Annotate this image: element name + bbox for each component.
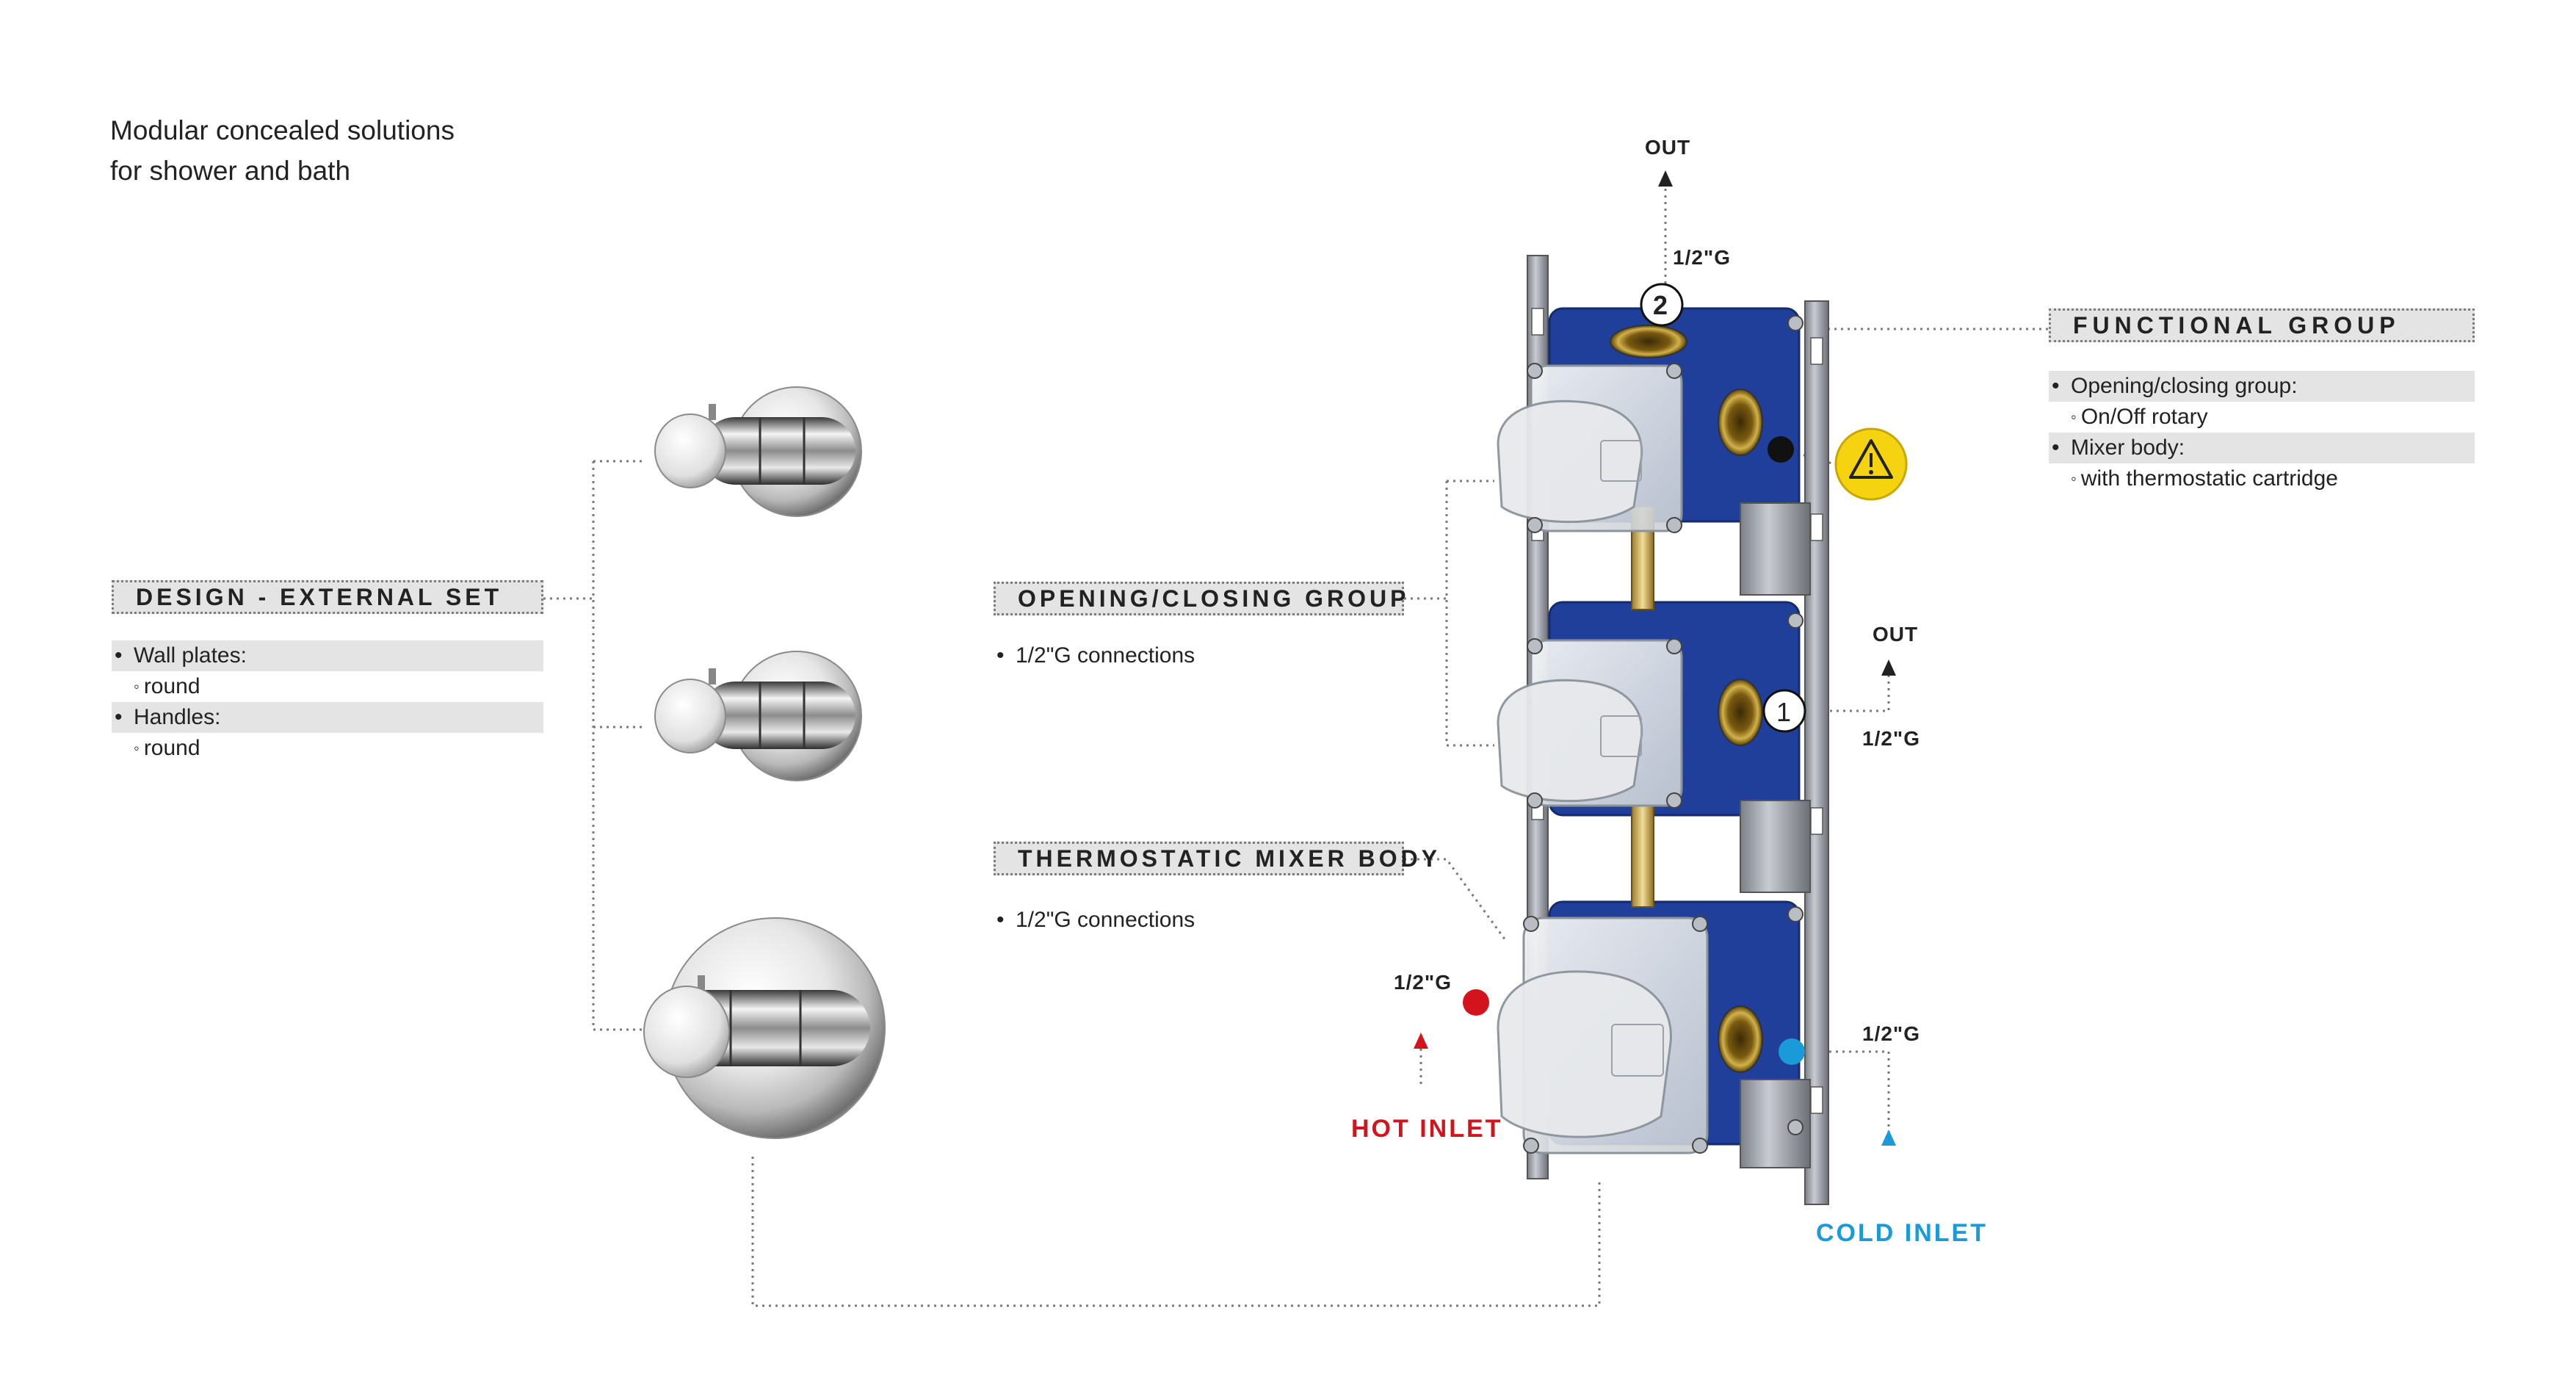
cold-inlet-arrow — [1881, 1129, 1896, 1146]
opening-closing-bullet: •1/2"G connections — [996, 643, 1195, 668]
outlet-marker-2 — [1640, 283, 1684, 327]
design-item-wall-plates-sub: ◦round — [134, 674, 200, 698]
handle-small-top — [654, 386, 862, 517]
functional-group-header: FUNCTIONAL GROUP — [2049, 308, 2475, 342]
warning-icon — [1834, 427, 1908, 501]
marker-dot — [1768, 436, 1794, 463]
outlet-number-2: 2 — [1653, 290, 1668, 320]
intro-text: Modular concealed solutions for shower a… — [110, 110, 455, 191]
functional-item-mixer-body-sub: ◦with thermostatic cartridge — [2071, 466, 2338, 491]
out-side-label: OUT — [1873, 623, 1919, 646]
thermostatic-mixer-bullet: •1/2"G connections — [996, 908, 1195, 932]
out-side-arrow — [1881, 659, 1896, 676]
intro-line-2: for shower and bath — [110, 156, 351, 186]
hot-inlet-label: HOT INLET — [1351, 1115, 1503, 1143]
handle-large-thermostatic — [643, 917, 886, 1139]
intro-line-1: Modular concealed solutions — [110, 115, 455, 145]
design-external-set-items: •Wall plates: ◦round •Handles: ◦round — [112, 640, 543, 764]
opening-closing-group-header: OPENING/CLOSING GROUP — [994, 582, 1405, 615]
cold-inlet-dot — [1779, 1038, 1805, 1065]
design-item-handles-sub: ◦round — [134, 736, 200, 760]
hot-inlet-dot — [1463, 989, 1489, 1016]
hot-inlet-arrow — [1414, 1033, 1428, 1049]
functional-item-opening-closing-sub: ◦On/Off rotary — [2071, 405, 2208, 429]
out-top-label: OUT — [1645, 136, 1691, 159]
out-top-arrow — [1658, 170, 1673, 187]
design-external-set-header: DESIGN - EXTERNAL SET — [112, 580, 543, 614]
design-item-wall-plates: •Wall plates: — [112, 640, 543, 671]
design-item-handles: •Handles: — [112, 702, 543, 733]
cold-inlet-label: COLD INLET — [1816, 1219, 1988, 1247]
functional-item-mixer-body: •Mixer body: — [2049, 433, 2475, 463]
thermostatic-mixer-body-items: •1/2"G connections — [994, 905, 1195, 936]
out-side-size: 1/2"G — [1862, 727, 1920, 750]
functional-item-opening-closing: •Opening/closing group: — [2049, 371, 2475, 402]
hot-inlet-size: 1/2"G — [1394, 971, 1452, 994]
outlet-number-1: 1 — [1776, 697, 1792, 727]
opening-closing-group-items: •1/2"G connections — [994, 640, 1195, 671]
concealed-body-assembly — [1497, 255, 1829, 1205]
thermostatic-mixer-body-header: THERMOSTATIC MIXER BODY — [994, 842, 1437, 875]
cold-inlet-size: 1/2"G — [1862, 1022, 1920, 1045]
outlet-marker-1 — [1762, 689, 1806, 733]
out-top-size: 1/2"G — [1673, 246, 1731, 269]
functional-group-items: •Opening/closing group: ◦On/Off rotary •… — [2049, 371, 2475, 494]
handle-small-middle — [654, 651, 862, 781]
